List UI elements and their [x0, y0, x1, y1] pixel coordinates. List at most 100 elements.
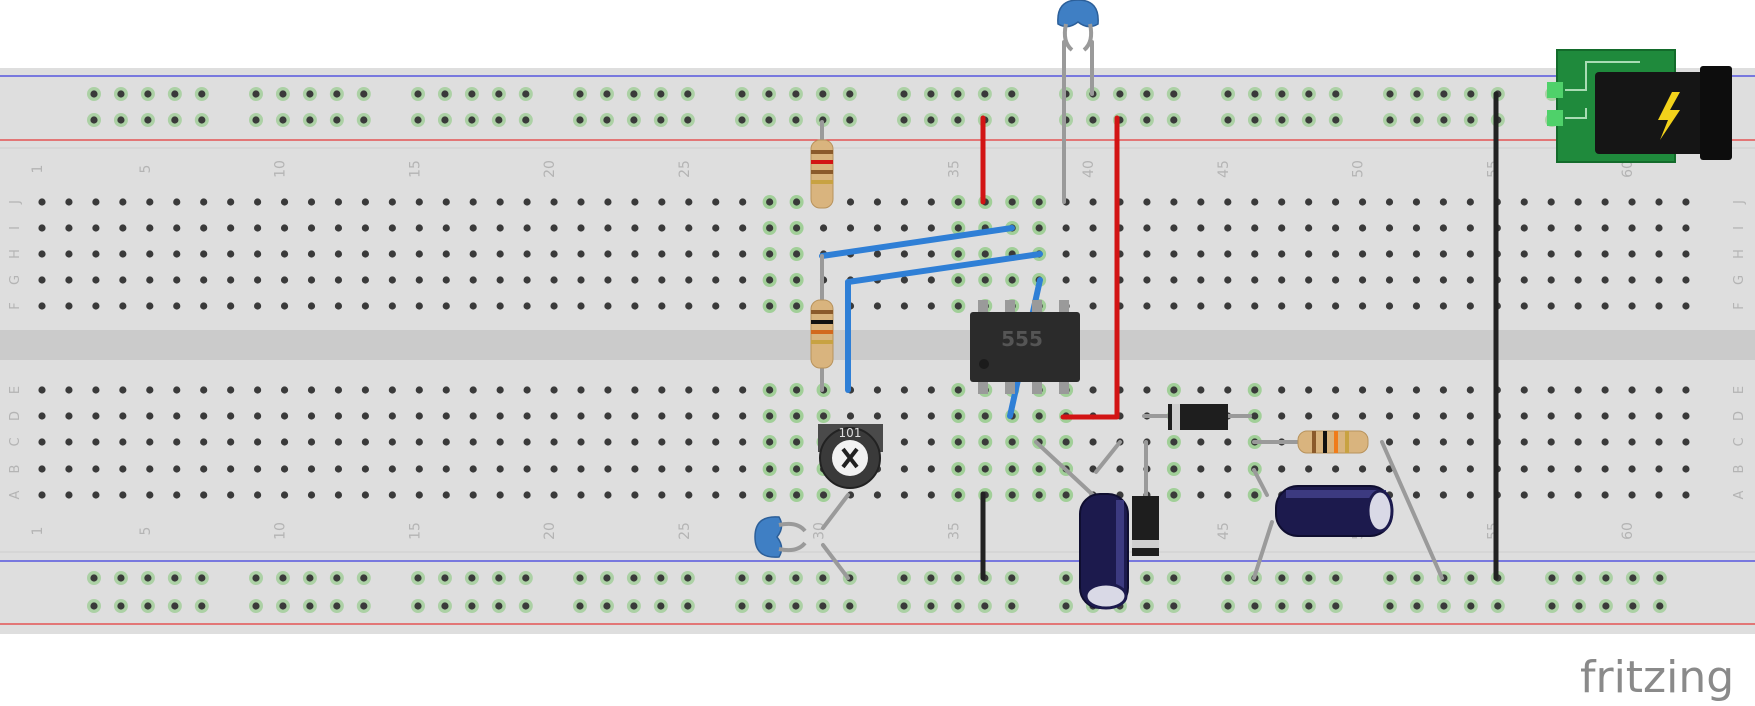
breadboard-hole	[173, 198, 181, 206]
breadboard-hole	[1655, 250, 1663, 258]
potentiometer: 101	[818, 424, 883, 489]
breadboard-hole	[927, 465, 935, 473]
breadboard-hole	[1466, 302, 1474, 310]
breadboard-hole	[200, 491, 208, 499]
breadboard-hole	[227, 438, 235, 446]
breadboard-hole	[280, 224, 289, 232]
breadboard-hole	[227, 465, 235, 473]
breadboard-hole	[1439, 276, 1447, 284]
rail-hole-top	[900, 116, 908, 124]
breadboard-hole	[766, 438, 774, 446]
breadboard-hole	[577, 465, 585, 473]
breadboard-hole	[793, 198, 801, 206]
breadboard-hole	[1224, 386, 1232, 394]
rail-hole-bottom	[1386, 602, 1394, 610]
breadboard-hole	[954, 224, 962, 232]
rail-hole-bottom	[414, 602, 422, 610]
breadboard-hole	[739, 302, 747, 310]
breadboard-hole	[873, 224, 882, 232]
breadboard-hole	[38, 198, 46, 206]
breadboard-hole	[119, 224, 127, 232]
rail-hole-top	[144, 90, 152, 98]
breadboard-hole	[523, 224, 531, 232]
polarity-stripe	[1286, 490, 1386, 498]
breadboard-hole	[361, 386, 369, 394]
breadboard-hole	[550, 198, 558, 206]
breadboard-hole	[496, 276, 504, 284]
breadboard-hole	[1062, 224, 1070, 232]
column-number-top: 25	[677, 160, 693, 178]
breadboard-hole	[900, 491, 909, 499]
breadboard-hole	[280, 250, 289, 258]
breadboard-hole	[415, 198, 423, 206]
ic-pin	[978, 300, 988, 316]
rail-hole-top	[522, 90, 530, 98]
rail-hole-top	[630, 116, 638, 124]
breadboard-hole	[1358, 224, 1367, 232]
breadboard-hole	[442, 224, 450, 232]
ceramic-cap-legs	[1062, 23, 1094, 52]
breadboard-hole	[200, 302, 208, 310]
breadboard-hole	[1628, 302, 1636, 310]
breadboard-hole	[1520, 412, 1528, 420]
row-letter-label: I	[1732, 226, 1747, 230]
breadboard-hole	[496, 491, 504, 499]
electrolytic-top	[1084, 582, 1128, 610]
lightning-icon	[1658, 92, 1680, 140]
breadboard-hole	[981, 276, 989, 284]
breadboard-hole	[1628, 198, 1636, 206]
breadboard-hole	[1682, 412, 1690, 420]
breadboard-hole	[65, 386, 73, 394]
breadboard-hole	[658, 198, 666, 206]
breadboard-hole	[1466, 224, 1474, 232]
breadboard-hole	[1089, 276, 1097, 284]
breadboard-hole	[200, 386, 208, 394]
breadboard-hole	[1332, 250, 1340, 258]
breadboard-hole	[1547, 302, 1555, 310]
breadboard-hole	[1251, 198, 1259, 206]
breadboard-hole	[604, 386, 612, 394]
breadboard-hole	[1412, 276, 1421, 284]
breadboard-hole	[1655, 412, 1663, 420]
breadboard-hole	[1278, 386, 1286, 394]
breadboard-hole	[254, 465, 262, 473]
breadboard-hole	[38, 438, 46, 446]
breadboard-hole	[900, 302, 909, 310]
component-lead	[1094, 440, 1122, 474]
breadboard-hole	[200, 412, 208, 420]
breadboard-hole	[65, 276, 73, 284]
rail-hole-bottom	[954, 602, 962, 610]
breadboard-hole	[469, 224, 477, 232]
breadboard-hole	[1224, 276, 1232, 284]
breadboard-hole	[1601, 198, 1609, 206]
blue-jumper-wire	[845, 251, 1043, 285]
breadboard-hole	[146, 276, 154, 284]
ceramic-capacitor-top	[1057, 0, 1099, 52]
breadboard-hole	[712, 276, 720, 284]
breadboard-hole	[307, 198, 316, 206]
breadboard-hole	[1278, 465, 1286, 473]
breadboard-hole	[873, 250, 882, 258]
row-letter-label: A	[1732, 490, 1747, 499]
rail-hole-bottom	[630, 574, 638, 582]
rail-hole-bottom	[981, 602, 989, 610]
rail-hole-bottom	[1224, 602, 1232, 610]
breadboard-hole	[793, 438, 801, 446]
breadboard-hole	[307, 465, 316, 473]
breadboard-hole	[92, 386, 100, 394]
rail-hole-top	[1278, 90, 1286, 98]
rail-hole-bottom	[1440, 602, 1448, 610]
breadboard-hole	[119, 276, 127, 284]
breadboard-hole	[927, 276, 935, 284]
breadboard-hole	[1601, 276, 1609, 284]
breadboard-hole	[927, 302, 935, 310]
rail-hole-top	[900, 90, 908, 98]
breadboard-hole	[442, 302, 450, 310]
breadboard-hole	[1143, 250, 1151, 258]
breadboard-hole	[1332, 224, 1340, 232]
breadboard-hole	[658, 412, 666, 420]
ic-pin	[1005, 300, 1015, 316]
rail-hole-bottom	[819, 574, 827, 582]
rail-hole-top	[117, 116, 125, 124]
breadboard-hole	[766, 412, 774, 420]
